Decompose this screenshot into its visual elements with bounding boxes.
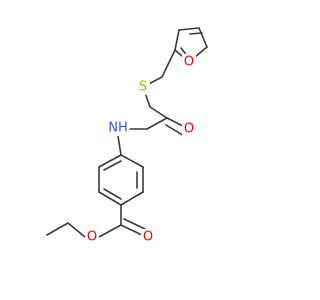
benzene-double-bond <box>103 188 122 200</box>
bond-lines <box>46 27 208 238</box>
ester-carbonyl-oxygen: O <box>141 229 155 245</box>
methylene-bond <box>161 49 176 78</box>
amide-bond <box>146 117 168 130</box>
carbonyl-double-bond <box>165 124 185 137</box>
aryl-amine-bond <box>117 135 122 156</box>
furan-oxygen: O <box>182 54 196 70</box>
chemical-structure: O S O NH O O <box>46 27 208 245</box>
ethyl-bond <box>67 222 86 238</box>
benzene-double-bond <box>103 160 122 171</box>
ethyl-bond <box>46 222 69 236</box>
furan-double-bond <box>189 32 203 35</box>
benzene-bond <box>98 191 122 206</box>
ester-ether-oxygen-label: O <box>87 230 97 245</box>
amide-nitrogen-label: NH <box>108 121 128 136</box>
benzene-bond <box>98 154 122 168</box>
amide-oxygen: O <box>182 121 196 137</box>
furan-bond <box>178 27 200 31</box>
benzene-bond <box>120 154 144 168</box>
amide-oxygen-label: O <box>184 122 194 137</box>
ester-ether-oxygen: O <box>85 229 99 245</box>
ester-carbonyl-double-bond <box>123 218 146 230</box>
ester-ether-bond <box>98 224 122 238</box>
chain-bond <box>149 106 168 119</box>
benzene-bond <box>120 191 144 206</box>
amide-nitrogen: NH <box>107 120 129 136</box>
thioether-sulfur-label: S <box>139 80 147 95</box>
furan-bond <box>198 27 208 48</box>
thioether-sulfur: S <box>136 79 150 95</box>
ester-carbonyl-oxygen-label: O <box>143 230 153 245</box>
furan-oxygen-label: O <box>184 55 194 70</box>
furan-bond <box>174 29 180 51</box>
